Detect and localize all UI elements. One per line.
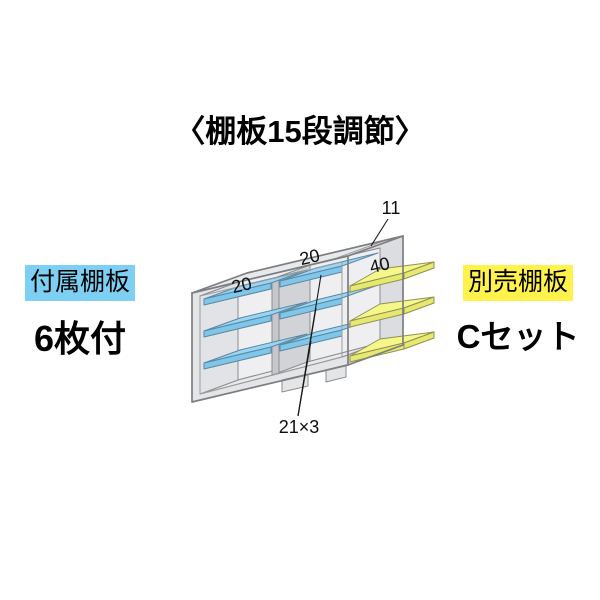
included-shelf-tag: 付属棚板 bbox=[24, 265, 135, 301]
dimension-labels: 11 20 20 40 21×3 bbox=[230, 198, 401, 437]
included-shelf-left-2-front bbox=[203, 314, 272, 338]
cabinet-outline bbox=[191, 235, 404, 403]
included-shelf-left-1-front bbox=[203, 282, 272, 306]
optional-shelf-2-end bbox=[403, 296, 435, 315]
shelf-width-right-label: 40 bbox=[368, 253, 392, 277]
included-shelf-left-3-front bbox=[203, 346, 272, 370]
optional-shelf-panel: 別売棚板 Cセット bbox=[456, 265, 580, 358]
support-count-label: 21×3 bbox=[279, 417, 320, 437]
leader-support-3 bbox=[297, 340, 312, 417]
optional-shelf-1-end bbox=[403, 261, 435, 280]
leader-top-dim bbox=[370, 218, 389, 247]
front-edges bbox=[191, 235, 404, 366]
shelf-width-left-label: 20 bbox=[230, 273, 254, 297]
optional-shelf-tag: 別売棚板 bbox=[462, 265, 573, 301]
included-shelf-panel: 付属棚板 6枚付 bbox=[18, 265, 142, 362]
optional-shelves bbox=[349, 261, 435, 363]
optional-shelf-set: Cセット bbox=[456, 317, 580, 355]
included-shelf-count: 6枚付 bbox=[33, 317, 127, 359]
diagram-title: 〈棚板15段調節〉 bbox=[174, 114, 426, 149]
included-shelves bbox=[203, 252, 379, 370]
dimension-leaders bbox=[297, 218, 389, 417]
optional-shelf-3-end bbox=[403, 331, 435, 350]
dim-top-label: 11 bbox=[382, 198, 401, 218]
divider-front-edge bbox=[271, 276, 280, 376]
opening-inner-frame bbox=[199, 261, 343, 395]
shelf-width-center-label: 20 bbox=[298, 245, 322, 269]
